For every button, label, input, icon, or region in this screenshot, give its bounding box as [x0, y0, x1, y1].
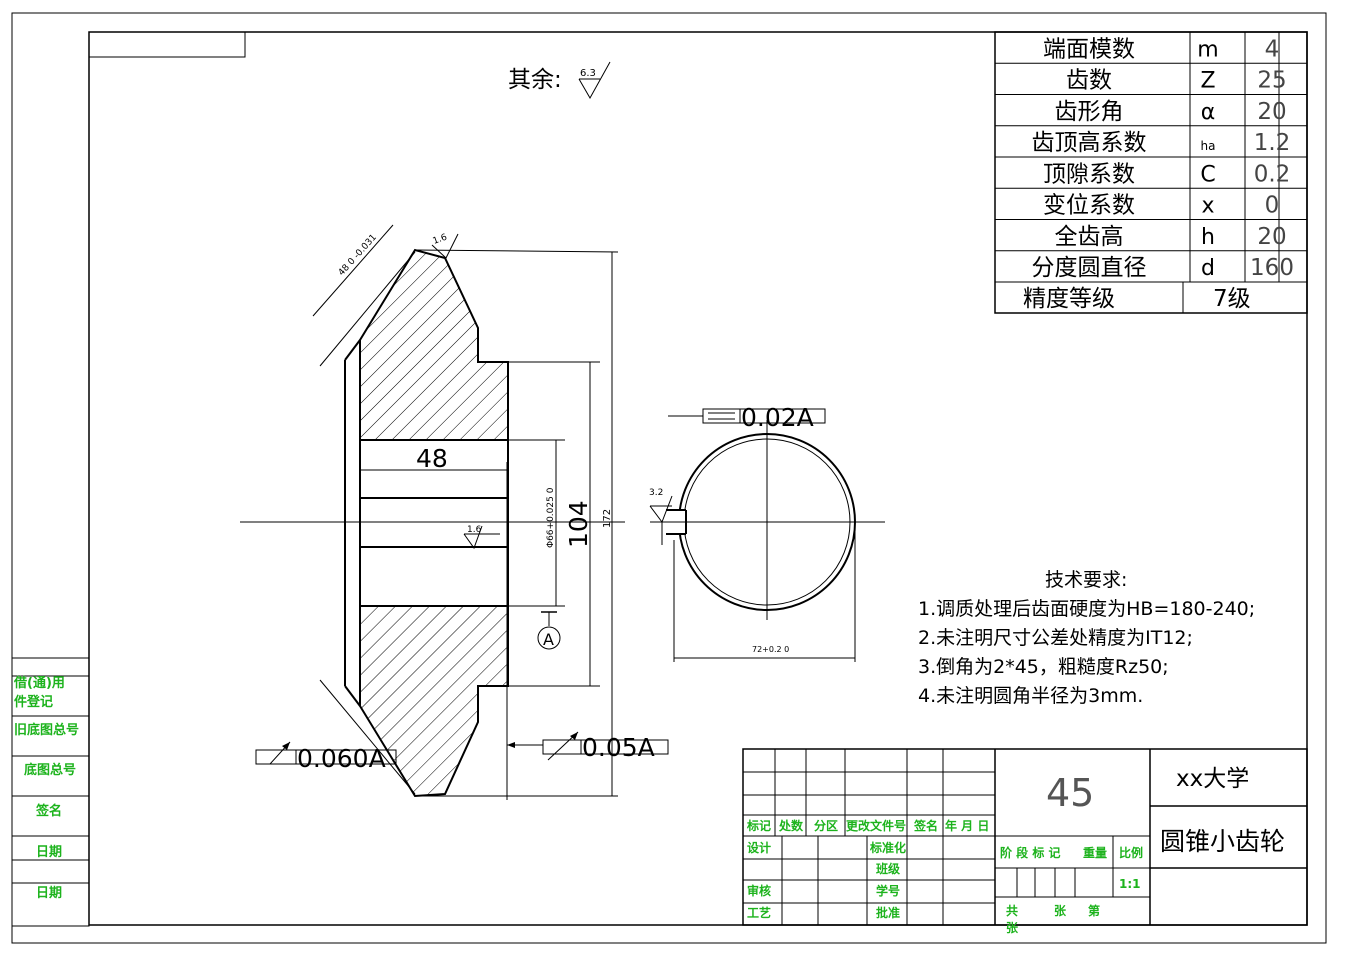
svg-text:1.6: 1.6 [467, 525, 482, 535]
tolerance-frame-left: 0.060A [255, 741, 397, 773]
tb-label: 工艺 [747, 905, 771, 920]
tb-label: 第 [1088, 903, 1100, 918]
dim-bore-tol: Φ66+0.025 0 [546, 487, 556, 548]
param-value: 0 [1265, 193, 1280, 219]
tb-label: 张 [1006, 920, 1019, 935]
tb-label: 共 [1006, 903, 1018, 918]
tb-label: 阶 段 标 记 [1000, 845, 1061, 860]
accuracy-label: 精度等级 [1023, 286, 1115, 312]
param-rows: 端面模数 m 4 齿数 Z 25 齿形角 α 20 齿顶高系数 ha 1.2 顶隙系数 C 0.2 变位系数 x… [995, 36, 1307, 283]
tb-label: 审核 [747, 883, 771, 898]
tb-label: 标记 [746, 818, 771, 833]
school: xx大学 [1176, 766, 1249, 792]
tb-label: 处数 [778, 818, 804, 833]
tb-label: 更改文件号 [846, 818, 906, 833]
roughness-symbol: 1.6 1.6 [432, 232, 500, 550]
side-block: 借(通)用 件登记 旧底图总号 底图总号 签名 日期 日期 [11, 657, 90, 927]
param-value: 1.2 [1254, 130, 1291, 156]
dim-keyway: 72+0.2 0 [752, 645, 789, 654]
tech-item: 4.未注明圆角半径为3mm. [918, 685, 1143, 707]
param-name: 端面模数 [1043, 36, 1135, 62]
param-name: 全齿高 [1055, 224, 1124, 250]
scale: 1:1 [1119, 877, 1141, 891]
top-left-box [88, 31, 246, 58]
svg-text:0.02A: 0.02A [741, 403, 814, 432]
param-symbol: ha [1201, 139, 1216, 153]
dim-chamfer: 48 0 -0.031 [337, 233, 379, 278]
roughness-symbol: 6.3 [578, 61, 611, 100]
tb-label: 分区 [814, 818, 838, 833]
side-label: 借(通)用 [13, 675, 65, 691]
side-label: 底图总号 [24, 762, 76, 778]
svg-text:A: A [543, 630, 554, 649]
param-name: 齿形角 [1055, 99, 1124, 125]
tb-label: 年 月 日 [945, 818, 989, 833]
side-label: 件登记 [14, 694, 53, 710]
param-name: 齿数 [1066, 68, 1112, 94]
svg-text:0.060A: 0.060A [297, 744, 386, 773]
tech-title: 技术要求: [1045, 569, 1127, 591]
inner-border [88, 31, 1308, 926]
outer-border [11, 12, 1327, 944]
part-name: 圆锥小齿轮 [1160, 827, 1285, 856]
tb-label: 批准 [876, 905, 900, 920]
param-name: 变位系数 [1043, 193, 1135, 219]
tech-item: 3.倒角为2*45，粗糙度Rz50; [918, 656, 1169, 678]
tech-item: 1.调质处理后齿面硬度为HB=180-240; [918, 598, 1255, 620]
param-name: 顶隙系数 [1043, 161, 1135, 187]
side-label: 日期 [36, 845, 62, 860]
end-view [649, 420, 885, 662]
tb-label: 设计 [747, 840, 771, 855]
tb-label: 标准化 [869, 840, 906, 855]
param-value: 20 [1257, 99, 1286, 125]
dim-48: 48 [416, 444, 448, 473]
accuracy-value: 7级 [1213, 286, 1251, 312]
roughness-3-2: 3.2 [649, 488, 663, 498]
param-value: 0.2 [1254, 161, 1291, 187]
param-value: 4 [1265, 36, 1280, 62]
side-label: 签名 [35, 803, 62, 819]
param-symbol: m [1197, 37, 1218, 62]
tb-label: 学号 [876, 883, 900, 898]
svg-text:1.6: 1.6 [432, 232, 449, 246]
side-label: 旧底图总号 [14, 722, 79, 738]
dim-104: 104 [564, 500, 593, 548]
material: 45 [1046, 771, 1094, 815]
tb-label: 签名 [913, 818, 938, 833]
tb-label: 重量 [1083, 845, 1107, 860]
param-symbol: h [1201, 225, 1215, 250]
param-symbol: α [1201, 100, 1216, 125]
param-name: 齿顶高系数 [1032, 130, 1147, 156]
tb-label: 班级 [876, 861, 900, 876]
dim-172: 172 [602, 509, 613, 528]
svg-text:0.05A: 0.05A [582, 733, 655, 762]
tolerance-frame-top: 0.02A [668, 403, 826, 432]
param-symbol: C [1200, 162, 1215, 187]
param-name: 分度圆直径 [1032, 255, 1147, 281]
param-value: 160 [1250, 255, 1294, 281]
param-value: 25 [1257, 68, 1286, 94]
param-value: 20 [1257, 224, 1286, 250]
side-label: 日期 [36, 886, 62, 901]
gear-section [240, 224, 625, 800]
tb-label: 张 [1054, 903, 1067, 918]
tb-label: 比例 [1119, 845, 1143, 860]
svg-text:6.3: 6.3 [580, 68, 596, 79]
param-symbol: x [1201, 194, 1214, 219]
datum-marker: A [537, 611, 561, 650]
tolerance-frame-right: 0.05A [507, 731, 669, 762]
tech-item: 2.未注明尺寸公差处精度为IT12; [918, 627, 1193, 649]
surface-note: 其余: [508, 67, 562, 93]
title-block [742, 748, 1308, 926]
param-symbol: d [1201, 256, 1215, 281]
param-symbol: Z [1200, 69, 1215, 94]
